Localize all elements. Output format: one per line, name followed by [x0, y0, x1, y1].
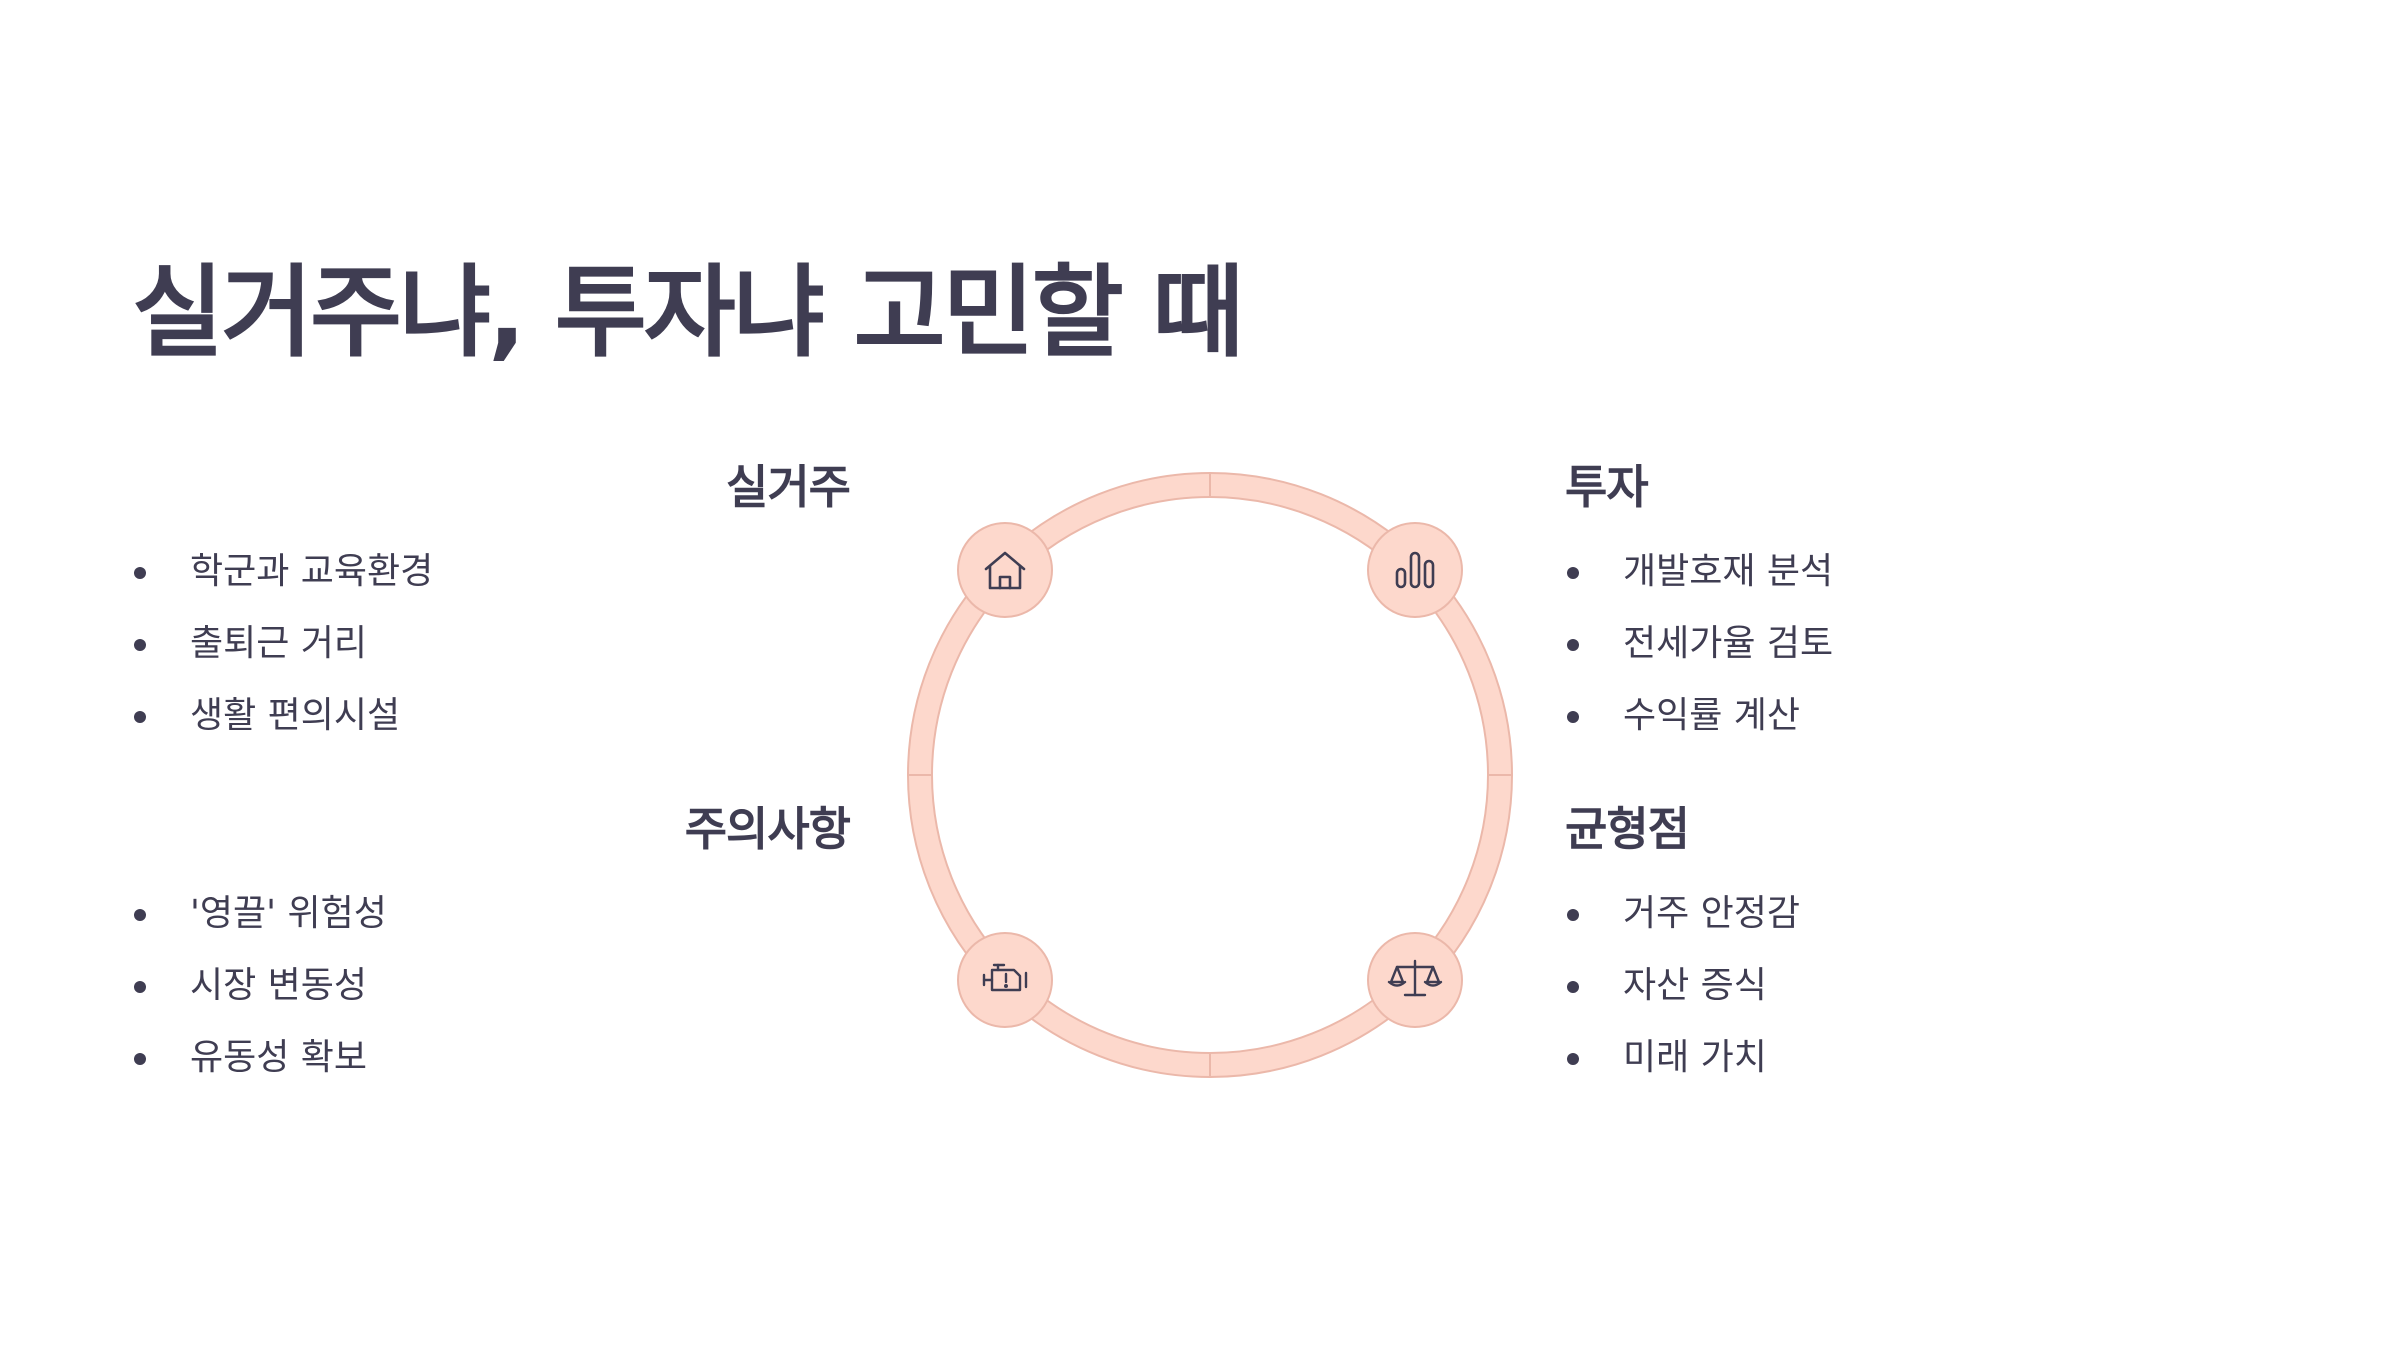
heading-investment: 투자 — [1565, 460, 1649, 514]
list-item: 수익률 계산 — [1565, 680, 1833, 752]
node-residence — [957, 522, 1053, 618]
list-item: 거주 안정감 — [1565, 878, 1800, 950]
heading-residence: 실거주 — [726, 460, 851, 514]
list-item: 생활 편의시설 — [132, 680, 433, 752]
list-item: 학군과 교육환경 — [132, 536, 433, 608]
node-caution — [957, 932, 1053, 1028]
list-residence: 학군과 교육환경 출퇴근 거리 생활 편의시설 — [132, 536, 433, 752]
list-item: 시장 변동성 — [132, 950, 387, 1022]
node-investment — [1367, 522, 1463, 618]
heading-balance: 균형점 — [1565, 802, 1690, 856]
warning-engine-icon — [982, 963, 1028, 992]
scale-icon — [1387, 959, 1443, 997]
list-caution: '영끌' 위험성 시장 변동성 유동성 확보 — [132, 878, 387, 1094]
list-item: 개발호재 분석 — [1565, 536, 1833, 608]
list-item: 전세가율 검토 — [1565, 608, 1833, 680]
heading-caution: 주의사항 — [684, 802, 851, 856]
slide-title: 실거주냐, 투자냐 고민할 때 — [132, 254, 1244, 371]
list-item: 자산 증식 — [1565, 950, 1800, 1022]
list-item: '영끌' 위험성 — [132, 878, 387, 950]
list-investment: 개발호재 분석 전세가율 검토 수익률 계산 — [1565, 536, 1833, 752]
list-item: 출퇴근 거리 — [132, 608, 433, 680]
house-icon — [984, 551, 1026, 590]
cycle-diagram — [907, 472, 1513, 1078]
list-balance: 거주 안정감 자산 증식 미래 가치 — [1565, 878, 1800, 1094]
node-balance — [1367, 932, 1463, 1028]
bar-chart-icon — [1395, 551, 1435, 589]
list-item: 유동성 확보 — [132, 1022, 387, 1094]
ring-dividers — [908, 473, 1512, 1077]
list-item: 미래 가치 — [1565, 1022, 1800, 1094]
